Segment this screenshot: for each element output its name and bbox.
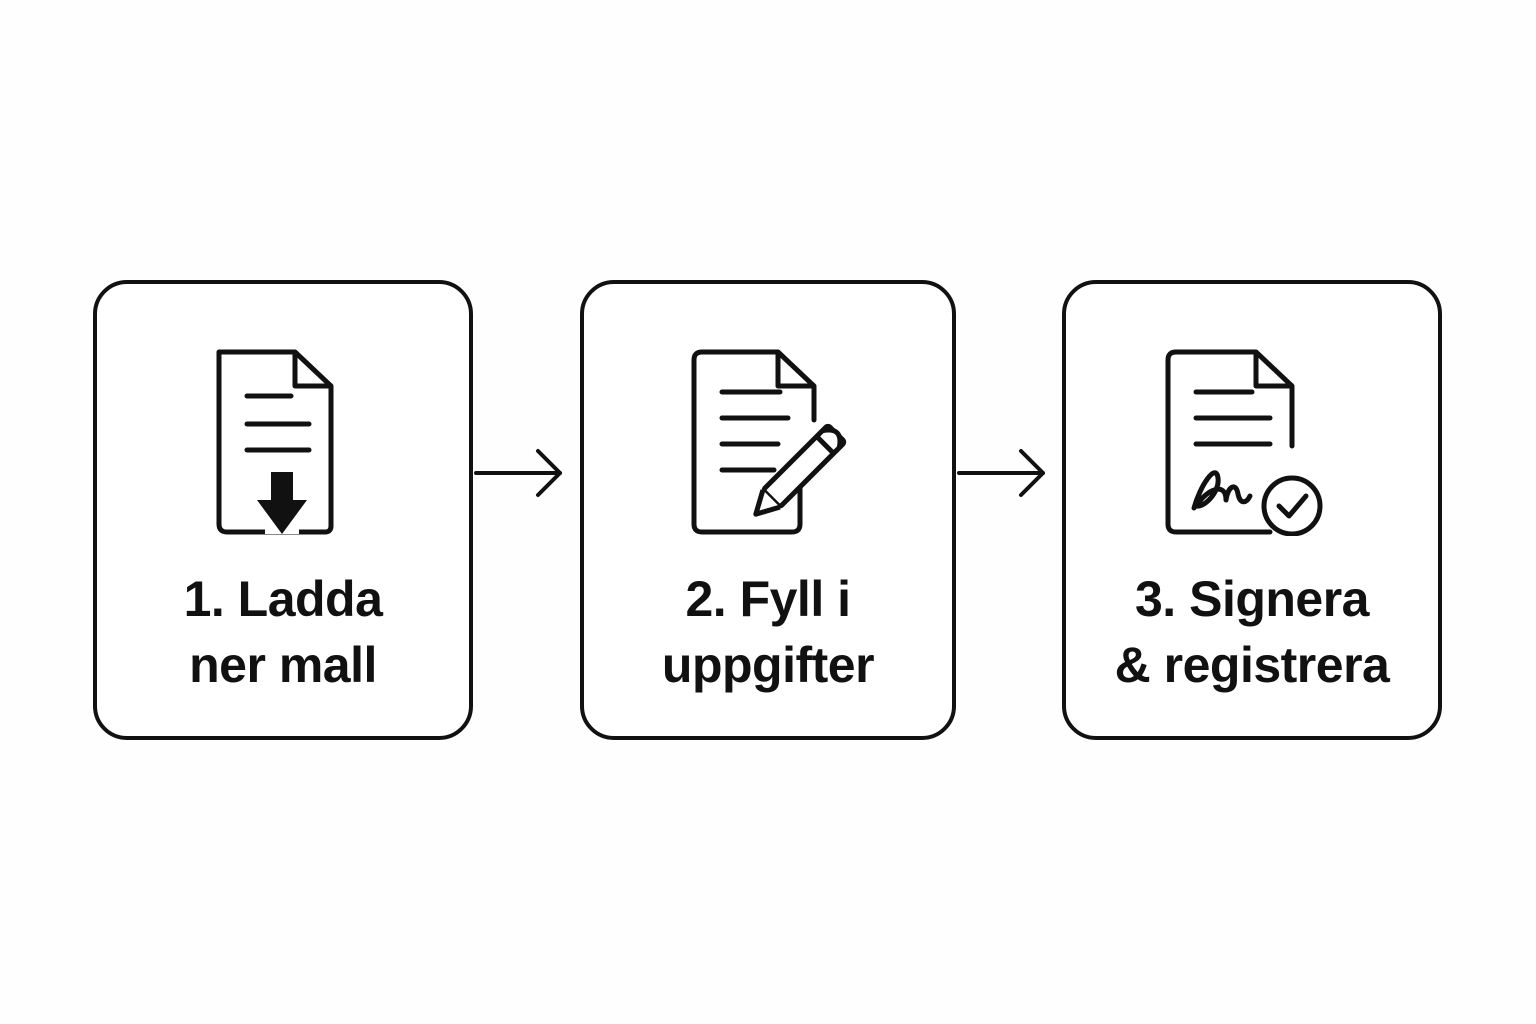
step-label-line1: 1. Ladda — [183, 571, 383, 627]
step-label: 2. Fyll i uppgifter — [584, 566, 952, 698]
arrow-right-icon — [474, 449, 562, 497]
step-card-fill-details: 2. Fyll i uppgifter — [580, 280, 956, 740]
step-label: 1. Ladda ner mall — [97, 566, 469, 698]
step-label-line2: & registrera — [1114, 637, 1390, 693]
step-card-sign-register: 3. Signera & registrera — [1062, 280, 1442, 740]
step-label-line2: ner mall — [189, 637, 377, 693]
step-label: 3. Signera & registrera — [1066, 566, 1438, 698]
document-download-icon — [216, 349, 334, 535]
arrow-right-icon — [957, 449, 1045, 497]
step-label-line2: uppgifter — [661, 637, 875, 693]
step-label-line1: 2. Fyll i — [685, 571, 851, 627]
step-card-download-template: 1. Ladda ner mall — [93, 280, 473, 740]
step-label-line1: 3. Signera — [1135, 571, 1370, 627]
document-signed-icon — [1165, 349, 1323, 536]
document-edit-icon — [691, 349, 847, 535]
